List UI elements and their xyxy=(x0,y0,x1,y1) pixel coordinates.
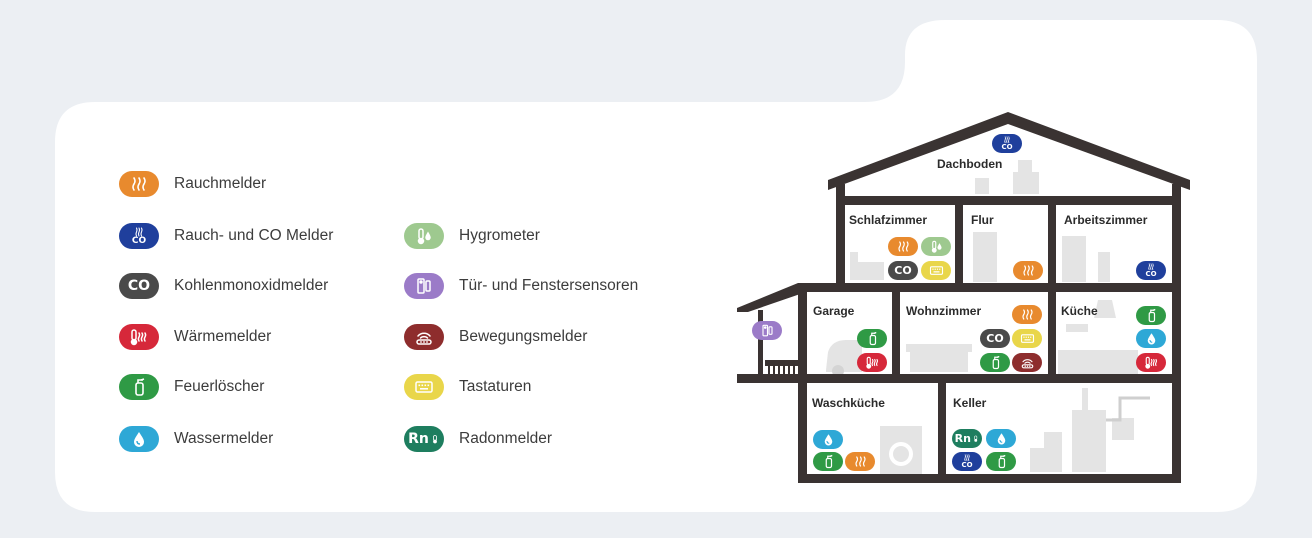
keypad-icon xyxy=(921,261,951,280)
keypad-icon xyxy=(1012,329,1042,348)
radon-icon: Rn xyxy=(404,426,444,452)
legend-label: Kohlenmonoxidmelder xyxy=(174,277,329,294)
legend-label: Wärmemelder xyxy=(174,328,272,345)
water-drop-icon xyxy=(119,426,159,452)
co-text: CO xyxy=(894,264,912,277)
room-label: Dachboden xyxy=(937,157,1003,171)
door-sensor-icon xyxy=(404,273,444,299)
thermometer-heat-icon xyxy=(857,353,887,372)
extinguisher-icon xyxy=(980,353,1010,372)
legend-label: Tür- und Fenstersensoren xyxy=(459,277,639,294)
smoke-waves-icon xyxy=(888,237,918,256)
keypad-icon xyxy=(404,374,444,400)
water-drop-icon xyxy=(1136,329,1166,348)
rn-text: Rn xyxy=(408,431,429,447)
smoke-co-icon: CO xyxy=(119,223,159,249)
co-text-icon: CO xyxy=(888,261,918,280)
extinguisher-icon xyxy=(986,452,1016,471)
room-furniture-silhouettes xyxy=(826,160,1138,474)
extinguisher-icon xyxy=(1136,306,1166,325)
room-label: Küche xyxy=(1061,304,1098,318)
room-label: Waschküche xyxy=(812,396,885,410)
thermometer-heat-icon xyxy=(119,324,159,350)
smoke-co-icon: CO xyxy=(952,452,982,471)
basement-pipes xyxy=(1106,396,1150,422)
rn-text: Rn xyxy=(954,432,971,445)
legend-label: Radonmelder xyxy=(459,430,553,447)
legend-label: Wassermelder xyxy=(174,430,274,447)
legend-label: Tastaturen xyxy=(459,378,532,395)
legend-label: Rauchmelder xyxy=(174,175,267,192)
co-text: CO xyxy=(1145,269,1157,278)
co-text: CO xyxy=(131,236,147,246)
radon-icon: Rn xyxy=(952,429,982,448)
co-text: CO xyxy=(986,332,1004,345)
room-label: Arbeitszimmer xyxy=(1064,213,1148,227)
smoke-co-icon: CO xyxy=(992,134,1022,153)
room-label: Keller xyxy=(953,396,987,410)
hygrometer-icon xyxy=(404,223,444,249)
extinguisher-icon xyxy=(119,374,159,400)
room-label: Garage xyxy=(813,304,855,318)
legend-label: Hygrometer xyxy=(459,227,540,244)
motion-sensor-icon xyxy=(1012,353,1042,372)
smoke-waves-icon xyxy=(1013,261,1043,280)
thermometer-heat-icon xyxy=(1136,353,1166,372)
legend-label: Feuerlöscher xyxy=(174,378,265,395)
co-text: CO xyxy=(961,460,973,469)
water-drop-icon xyxy=(986,429,1016,448)
porch-railing xyxy=(768,364,795,376)
smoke-waves-icon xyxy=(1012,305,1042,324)
hygrometer-icon xyxy=(921,237,951,256)
co-text-icon: CO xyxy=(980,329,1010,348)
door-sensor-icon xyxy=(752,321,782,340)
room-label: Schlafzimmer xyxy=(849,213,928,227)
extinguisher-icon xyxy=(857,329,887,348)
room-label: Flur xyxy=(971,213,994,227)
legend-label: Rauch- und CO Melder xyxy=(174,227,334,244)
legend-label: Bewegungsmelder xyxy=(459,328,588,345)
co-text: CO xyxy=(127,278,151,294)
extinguisher-icon xyxy=(813,452,843,471)
smoke-waves-icon xyxy=(119,171,159,197)
motion-sensor-icon xyxy=(404,324,444,350)
smoke-co-icon: CO xyxy=(1136,261,1166,280)
room-label: Wohnzimmer xyxy=(906,304,982,318)
water-drop-icon xyxy=(813,430,843,449)
smoke-waves-icon xyxy=(845,452,875,471)
house-structure xyxy=(737,112,1190,483)
co-text-icon: CO xyxy=(119,273,159,299)
co-text: CO xyxy=(1001,142,1013,151)
